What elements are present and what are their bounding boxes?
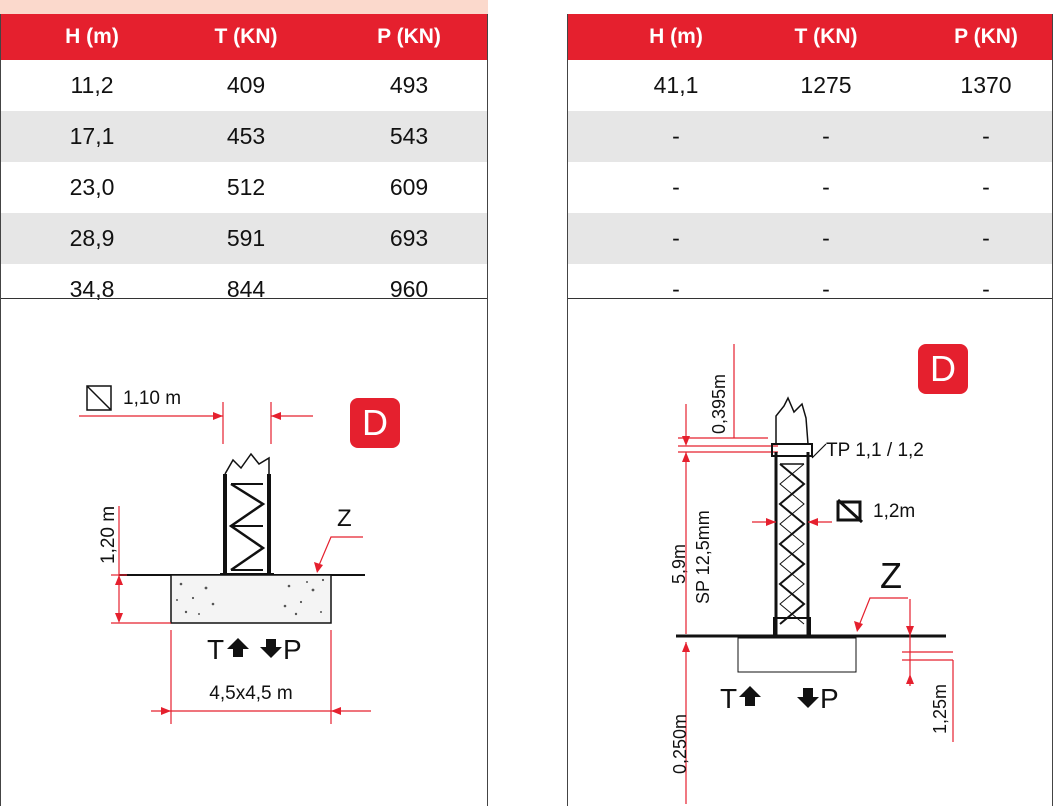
- concrete-block: [170, 574, 332, 624]
- top-band: [0, 0, 488, 14]
- concrete-texture: [176, 578, 325, 616]
- cell-p: -: [982, 123, 990, 149]
- cell-h: 17,1: [69, 123, 115, 149]
- table-row: 34,8 844 960: [1, 264, 487, 315]
- cell-t: 453: [226, 123, 266, 149]
- p-label: P: [820, 683, 839, 714]
- t-label: T: [207, 634, 224, 665]
- mast-section: [771, 396, 813, 665]
- cell-h: -: [672, 123, 680, 149]
- cell-t: -: [822, 174, 830, 200]
- down-arrow-icon: [797, 688, 819, 708]
- height-label: 1,20 m: [98, 506, 119, 564]
- cell-t: 1275: [800, 72, 852, 98]
- table-row: - - -: [568, 162, 1052, 213]
- mast-width-icon: [86, 385, 112, 411]
- foundation-block: [737, 637, 857, 673]
- col-header-t: T (KN): [794, 25, 858, 48]
- cell-t: -: [822, 123, 830, 149]
- cell-p: -: [982, 276, 990, 302]
- col-header-t: T (KN): [214, 25, 278, 48]
- cell-h: -: [672, 174, 680, 200]
- col-header-p: P (KN): [377, 25, 441, 48]
- bottom-gap-label: 0,250m: [670, 714, 690, 774]
- col-header-p: P (KN): [954, 25, 1018, 48]
- up-arrow-icon: [227, 638, 249, 657]
- cell-p: 543: [389, 123, 429, 149]
- sp-label: SP 12,5mm: [693, 510, 713, 604]
- t-label: T: [720, 683, 737, 714]
- cell-h: 34,8: [69, 276, 115, 302]
- cell-p: -: [982, 174, 990, 200]
- cell-p: 960: [389, 276, 429, 302]
- table-row: 23,0 512 609: [1, 162, 487, 213]
- cell-h: -: [672, 225, 680, 251]
- cell-h: 41,1: [653, 72, 699, 98]
- table-bottom-rule: [568, 298, 1052, 299]
- right-table-header: H (m) T (KN) P (KN): [568, 14, 1052, 60]
- mast-width-icon: [836, 498, 864, 524]
- mast-width-label: 1,2m: [873, 501, 915, 522]
- table-bottom-rule: [1, 298, 487, 299]
- table-row: - - -: [568, 264, 1052, 315]
- col-header-h: H (m): [649, 25, 703, 48]
- d-badge: D: [350, 398, 400, 448]
- table-row: 17,1 453 543: [1, 111, 487, 162]
- d-badge: D: [918, 344, 968, 394]
- foundation-diagram-right: 0,395m TP 1,1 / 1,2 1,2m: [669, 344, 954, 804]
- cell-h: -: [672, 276, 680, 302]
- height-label: 5,9m: [669, 544, 689, 584]
- cell-t: 512: [226, 174, 266, 200]
- left-table-header: H (m) T (KN) P (KN): [1, 14, 487, 60]
- up-arrow-icon: [739, 686, 761, 706]
- cell-p: 609: [389, 174, 429, 200]
- cell-p: 693: [389, 225, 429, 251]
- tp-label: TP 1,1 / 1,2: [826, 440, 924, 461]
- foundation-diagram-left: 1,10 m Z: [79, 385, 371, 724]
- cell-p: 493: [389, 72, 429, 98]
- cell-p: 1370: [960, 72, 1012, 98]
- z-label: Z: [337, 505, 352, 532]
- right-panel: H (m) T (KN) P (KN) 41,1 1275 1370 - - -…: [567, 14, 1053, 806]
- col-header-h: H (m): [65, 25, 119, 48]
- base-size-label: 4,5x4,5 m: [209, 683, 292, 704]
- table-row: 41,1 1275 1370: [568, 60, 1052, 111]
- cell-h: 28,9: [69, 225, 115, 251]
- table-row: - - -: [568, 213, 1052, 264]
- table-row: - - -: [568, 111, 1052, 162]
- mast-width-label: 1,10 m: [123, 388, 181, 409]
- cell-h: 23,0: [69, 174, 115, 200]
- table-row: 28,9 591 693: [1, 213, 487, 264]
- depth-label: 1,25m: [930, 684, 950, 734]
- cell-p: -: [982, 225, 990, 251]
- cell-t: 409: [226, 72, 266, 98]
- left-panel: H (m) T (KN) P (KN) 11,2 409 493 17,1 45…: [0, 14, 488, 806]
- z-label: Z: [880, 555, 902, 596]
- cell-t: 591: [226, 225, 266, 251]
- top-gap-label: 0,395m: [709, 374, 729, 434]
- cell-h: 11,2: [70, 72, 114, 98]
- cell-t: -: [822, 276, 830, 302]
- table-row: 11,2 409 493: [1, 60, 487, 111]
- cell-t: 844: [226, 276, 266, 302]
- cell-t: -: [822, 225, 830, 251]
- down-arrow-icon: [260, 639, 282, 658]
- p-label: P: [283, 634, 302, 665]
